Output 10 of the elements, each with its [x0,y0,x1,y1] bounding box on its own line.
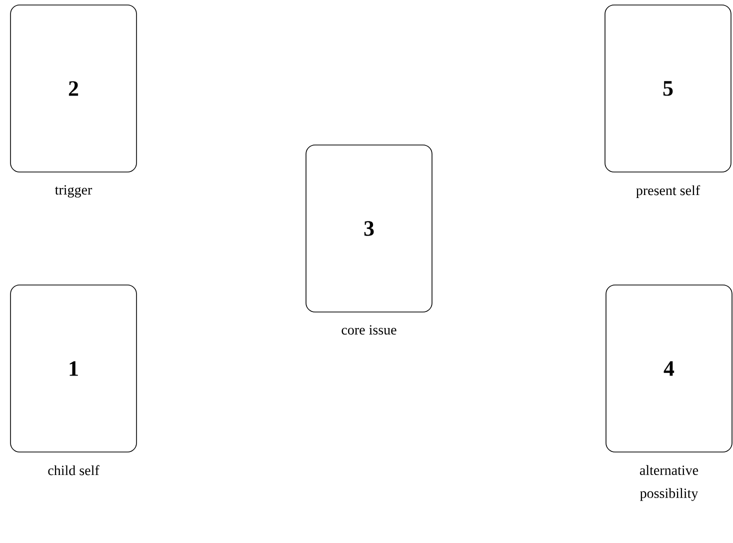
card: 1 [10,284,137,452]
card: 2 [10,4,137,172]
card: 3 [306,144,432,312]
card-caption: present self [636,185,700,198]
card-caption: child self [48,465,100,476]
card: 4 [606,284,732,452]
card: 5 [604,4,732,172]
card-caption: trigger [55,185,92,198]
card-caption: core issue [342,325,396,335]
card-caption: alternative possibility [640,465,698,501]
